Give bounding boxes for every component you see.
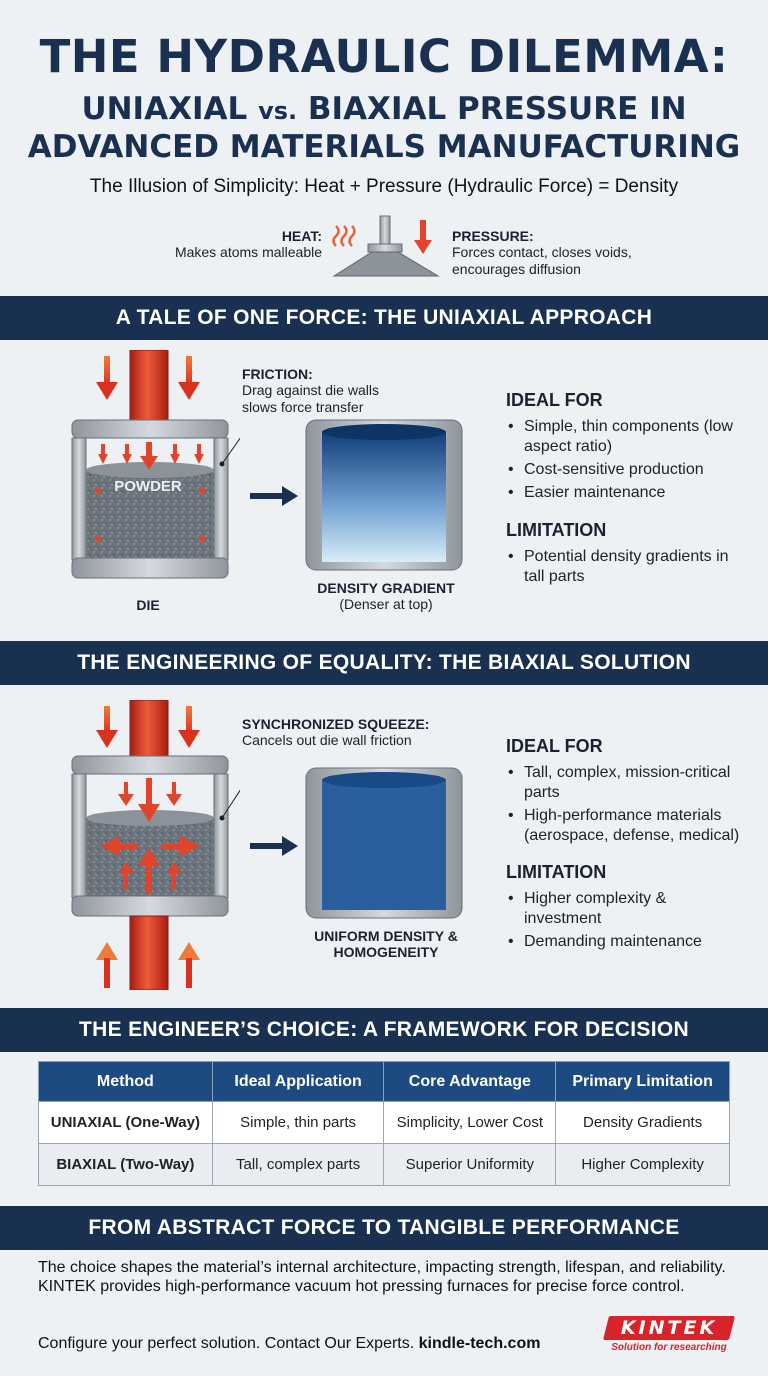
density-gradient-cylinder xyxy=(305,419,463,571)
table-header: Primary Limitation xyxy=(555,1061,730,1102)
synchronized-squeeze-note: SYNCHRONIZED SQUEEZE: Cancels out die wa… xyxy=(242,716,430,748)
biaxial-die-diagram xyxy=(71,700,240,990)
uniform-density-cylinder xyxy=(305,767,463,919)
closing-paragraph: The choice shapes the material’s interna… xyxy=(38,1259,726,1295)
section-band-framework: THE ENGINEER’S CHOICE: A FRAMEWORK FOR D… xyxy=(0,1008,768,1052)
website-link[interactable]: kindle-tech.com xyxy=(418,1335,541,1352)
list-item: Cost-sensitive production xyxy=(506,460,746,480)
right-arrow-icon xyxy=(250,836,298,856)
pressure-note: PRESSURE: Forces contact, closes voids, … xyxy=(452,228,632,277)
uniaxial-ideal-for: IDEAL FOR Simple, thin components (low a… xyxy=(506,390,746,506)
section-band-performance: FROM ABSTRACT FORCE TO TANGIBLE PERFORMA… xyxy=(0,1206,768,1250)
biaxial-limitation: LIMITATION Higher complexity & investmen… xyxy=(506,862,746,955)
powder-label: POWDER xyxy=(114,478,182,495)
section-band-biaxial: THE ENGINEERING OF EQUALITY: THE BIAXIAL… xyxy=(0,641,768,685)
section-band-uniaxial: A TALE OF ONE FORCE: THE UNIAXIAL APPROA… xyxy=(0,296,768,340)
right-arrow-icon xyxy=(250,486,298,506)
heat-note: HEAT: Makes atoms malleable xyxy=(174,228,322,260)
list-item: Easier maintenance xyxy=(506,483,746,503)
table-row: UNIAXIAL (One-Way) Simple, thin parts Si… xyxy=(38,1101,730,1144)
page-title: THE HYDRAULIC DILEMMA: xyxy=(39,30,729,83)
density-gradient-caption: DENSITY GRADIENT (Denser at top) xyxy=(317,580,455,612)
heat-waves-icon xyxy=(332,225,356,247)
top-arrows-icon xyxy=(96,706,200,748)
list-item: Demanding maintenance xyxy=(506,932,746,952)
pressure-arrow-icon xyxy=(414,220,432,254)
list-item: Potential density gradients in tall part… xyxy=(506,547,746,587)
list-item: High-performance materials (aerospace, d… xyxy=(506,806,751,846)
page-subtitle-line3: ADVANCED MATERIALS MANUFACTURING xyxy=(27,129,741,165)
uniform-density-caption: UNIFORM DENSITY & HOMOGENEITY xyxy=(314,928,458,960)
uniaxial-die-diagram xyxy=(71,350,240,579)
list-item: Tall, complex, mission-critical parts xyxy=(506,763,751,803)
call-to-action: Configure your perfect solution. Contact… xyxy=(38,1335,541,1352)
friction-note: FRICTION: Drag against die walls slows f… xyxy=(242,366,379,415)
list-item: Simple, thin components (low aspect rati… xyxy=(506,417,746,457)
table-header: Ideal Application xyxy=(211,1061,385,1102)
table-header: Method xyxy=(38,1061,213,1102)
biaxial-ideal-for: IDEAL FOR Tall, complex, mission-critica… xyxy=(506,736,751,849)
die-label: DIE xyxy=(136,597,160,613)
uniaxial-limitation: LIMITATION Potential density gradients i… xyxy=(506,520,746,590)
table-row: BIAXIAL (Two-Way) Tall, complex parts Su… xyxy=(38,1143,730,1186)
list-item: Higher complexity & investment xyxy=(506,889,746,929)
table-header: Core Advantage xyxy=(383,1061,557,1102)
kintek-logo: KINTEK Solution for researching xyxy=(603,1316,735,1358)
page-subtitle-line2: UNIAXIAL vs. BIAXIAL PRESSURE IN xyxy=(81,91,687,127)
top-arrows-icon xyxy=(96,356,200,400)
decision-table: Method Ideal Application Core Advantage … xyxy=(38,1061,730,1186)
intro-formula: The Illusion of Simplicity: Heat + Press… xyxy=(89,176,679,197)
press-icon xyxy=(332,215,440,277)
bottom-arrows-icon xyxy=(96,942,200,988)
